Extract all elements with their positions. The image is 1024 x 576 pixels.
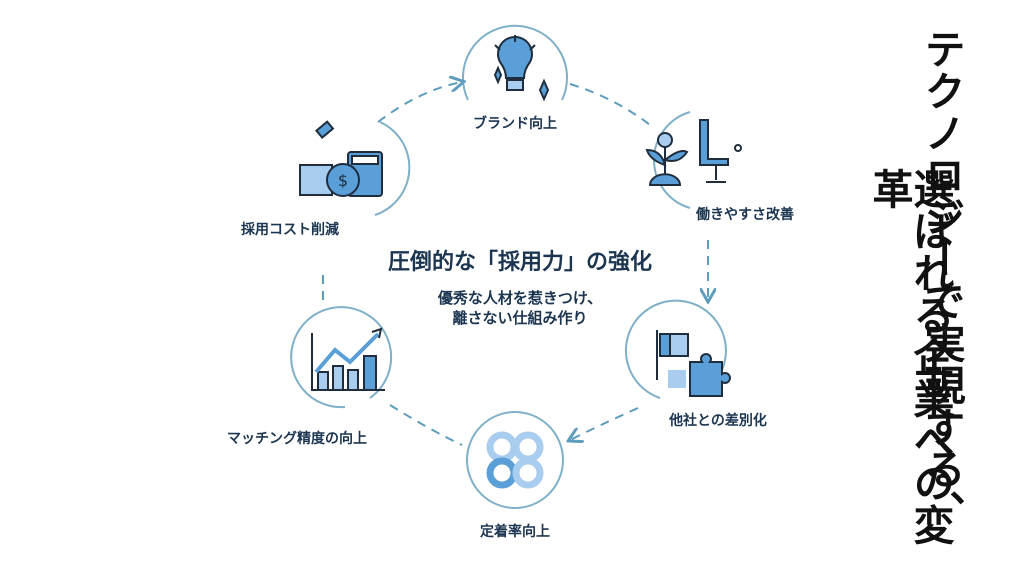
linked-rings-icon bbox=[486, 431, 544, 489]
center-subtitle-line1: 優秀な人材を惹きつけ、 bbox=[437, 289, 603, 307]
node-label-matching: マッチング精度の向上 bbox=[227, 431, 367, 447]
ring-matching bbox=[290, 306, 393, 409]
ring-cost bbox=[374, 121, 411, 216]
node-label-work: 働きやすさ改善 bbox=[696, 207, 794, 223]
node-label-cost: 採用コスト削減 bbox=[241, 222, 339, 238]
arrow-matching-retention bbox=[389, 404, 463, 446]
svg-text:$: $ bbox=[338, 171, 348, 190]
plant-chair-icon bbox=[645, 119, 742, 186]
flag-puzzle-icon bbox=[656, 330, 731, 397]
node-label-differ: 他社との差別化 bbox=[669, 413, 767, 429]
center-subtitle-line2: 離さない仕組み作り bbox=[452, 309, 588, 327]
coins-calculator-icon: $ bbox=[299, 120, 383, 197]
center-title: 圧倒的な「採用力」の強化 bbox=[387, 250, 653, 275]
growth-chart-icon bbox=[311, 327, 385, 391]
arrow-cost-brand bbox=[377, 82, 462, 123]
arrow-brand-work bbox=[569, 83, 651, 126]
lightbulb-icon bbox=[493, 35, 550, 102]
main-title-line2: 選ばれる企業への変革 bbox=[865, 168, 954, 546]
node-label-retention: 定着率向上 bbox=[480, 524, 550, 540]
main-title-line1: テクノロジーで実現する、 bbox=[917, 28, 965, 532]
ring-differ bbox=[624, 299, 727, 399]
arrow-differ-retention bbox=[570, 407, 639, 440]
node-label-brand: ブランド向上 bbox=[473, 116, 557, 132]
ring-retention bbox=[466, 411, 564, 509]
ring-brand bbox=[462, 24, 568, 101]
